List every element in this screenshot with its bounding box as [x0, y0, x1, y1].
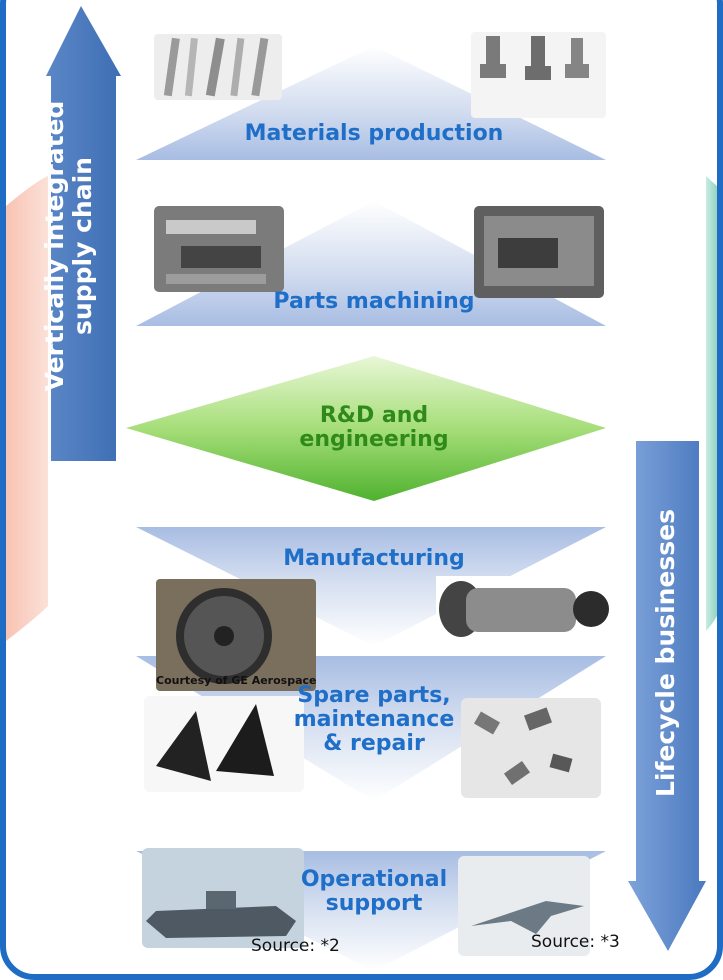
spare-label-line2: maintenance — [293, 707, 455, 733]
engine-fan-photo — [156, 579, 316, 691]
right-band — [706, 176, 717, 631]
rnd-label: R&D and engineering — [256, 403, 492, 453]
spare-triangle — [136, 656, 606, 801]
left-arrow-label-line1: Vertically integrated — [40, 100, 69, 392]
courtesy-credit: Courtesy of GE Aerospace — [156, 674, 317, 687]
left-band — [6, 176, 48, 641]
metal-bars-photo — [154, 34, 282, 100]
right-arrow-label: Lifecycle businesses — [651, 509, 680, 797]
flow-shapes — [46, 6, 706, 971]
left-arrow-label-line2: supply chain — [68, 157, 97, 335]
small-parts-photo — [461, 698, 601, 798]
parts-label: Parts machining — [273, 289, 475, 314]
operational-label-line2: support — [325, 891, 423, 917]
turbine-blades-photo — [471, 32, 606, 118]
machine-tool-photo — [154, 206, 284, 292]
side-bands — [6, 176, 717, 641]
operational-label-line1: Operational — [300, 867, 448, 892]
materials-label: Materials production — [244, 121, 504, 146]
left-up-arrow — [46, 6, 121, 461]
warship-photo — [142, 848, 304, 948]
source-left: Source: *2 — [251, 936, 340, 956]
operational-label: Operational support — [206, 867, 542, 917]
jet-engine-photo — [436, 576, 609, 648]
rnd-label-line2: engineering — [299, 427, 449, 453]
fighter-jet-photo — [458, 856, 590, 956]
rnd-label-line1: R&D and — [319, 403, 429, 428]
cnc-machine-photo — [474, 206, 604, 298]
left-arrow-label: Vertically integrated supply chain — [40, 81, 101, 411]
manufacturing-triangle — [136, 527, 606, 646]
manufacturing-label: Manufacturing — [283, 546, 465, 571]
fan-blades-photo — [144, 696, 304, 792]
rnd-diamond — [126, 356, 606, 501]
materials-triangle — [136, 46, 606, 160]
spare-label: Spare parts, maintenance & repair — [206, 683, 542, 757]
spare-label-line3: & repair — [323, 731, 425, 757]
source-right: Source: *3 — [531, 932, 620, 952]
spare-label-line1: Spare parts, — [297, 683, 451, 708]
right-down-arrow — [628, 441, 706, 951]
